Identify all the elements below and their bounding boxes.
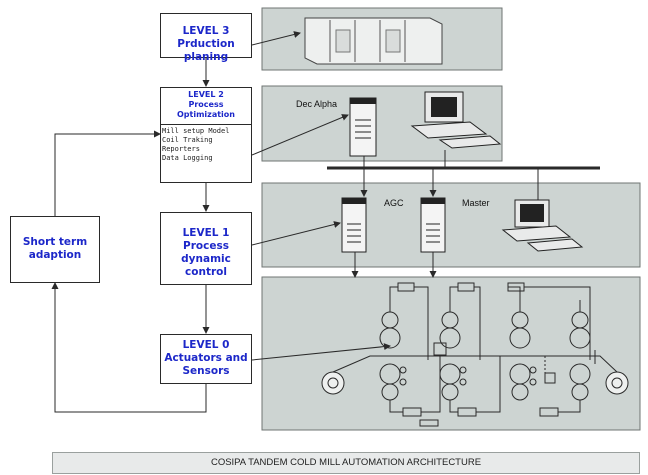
level3-subtitle: Prduction planing	[177, 38, 235, 63]
adaption-line2: adaption	[28, 249, 82, 261]
level0-title: LEVEL 0	[182, 339, 230, 351]
agc-label: AGC	[384, 198, 404, 208]
arrow-l1-equipment	[251, 221, 341, 246]
level3-box: LEVEL 3 Prduction planing	[160, 13, 252, 63]
tandem-mill-schematic	[321, 282, 629, 427]
feedback-line-up	[51, 282, 207, 413]
level2-line2: Process	[188, 100, 224, 109]
adaption-box: Short term adaption	[10, 216, 100, 283]
arrow-l2-equipment	[251, 114, 349, 156]
adaption-line1: Short term	[22, 236, 88, 248]
level1-line3: control	[185, 266, 227, 278]
level2-line3: Optimization	[177, 110, 235, 119]
level1-panel	[261, 182, 641, 268]
list-item: Reporters	[162, 145, 200, 153]
diagram-caption: COSIPA TANDEM COLD MILL AUTOMATION ARCHI…	[52, 452, 640, 474]
list-item: Coil Traking	[162, 136, 213, 144]
level1-title: LEVEL 1	[182, 227, 230, 239]
agc-server-icon	[341, 197, 367, 253]
master-server-icon	[420, 197, 446, 253]
master-label: Master	[462, 198, 490, 208]
level0-box: LEVEL 0 Actuators and Sensors	[160, 334, 252, 384]
dec-alpha-label: Dec Alpha	[296, 99, 338, 109]
level0-line3: Sensors	[182, 365, 230, 377]
level0-line2: Actuators and	[164, 352, 248, 364]
level1-box: LEVEL 1 Process dynamic control	[160, 212, 252, 285]
level1-line2: Process dynamic	[181, 240, 231, 265]
workstation-icon	[410, 91, 502, 149]
level2-divider	[161, 124, 251, 125]
feedback-line-to-l2	[54, 130, 161, 216]
workstation-icon	[501, 199, 584, 252]
level2-title: LEVEL 2	[188, 90, 224, 99]
level0-panel	[261, 276, 641, 431]
level2-box: LEVEL 2 Process Optimization	[160, 87, 252, 183]
level2-items: Mill setup Model Coil Traking Reporters …	[162, 127, 229, 163]
list-item: Data Logging	[162, 154, 213, 162]
server-cabinet-icon	[304, 17, 443, 65]
list-item: Mill setup Model	[162, 127, 230, 135]
arrow-l0-equipment	[251, 343, 391, 361]
arrow-l3-equipment	[251, 31, 301, 46]
server-tower-icon	[349, 97, 377, 157]
level3-title: LEVEL 3	[182, 25, 230, 37]
